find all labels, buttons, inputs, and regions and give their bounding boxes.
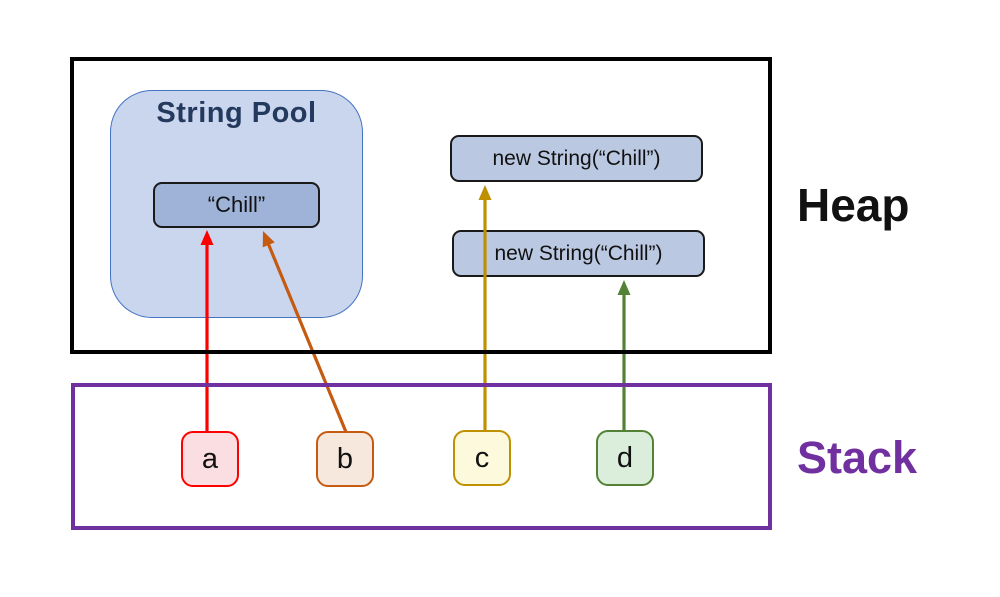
stack-variable-d-label: d: [616, 441, 634, 474]
stack-variable-c-label: c: [474, 441, 490, 474]
stack-container: [71, 383, 772, 530]
heap-label: Heap: [797, 179, 910, 231]
stack-variable-b: b: [316, 431, 374, 487]
heap-container: [70, 57, 772, 354]
stack-variable-a: a: [181, 431, 239, 487]
string-pool-literal-box: “Chill”: [153, 182, 320, 228]
heap-object-2: new String(“Chill”): [452, 230, 705, 277]
stack-variable-c: c: [453, 430, 511, 486]
heap-object-1: new String(“Chill”): [450, 135, 703, 182]
heap-object-2-text: new String(“Chill”): [494, 241, 663, 265]
stack-label: Stack: [797, 432, 918, 483]
stack-variable-a-label: a: [201, 442, 219, 475]
string-pool-literal-text: “Chill”: [207, 192, 266, 217]
heap-object-1-text: new String(“Chill”): [492, 146, 661, 170]
stack-variable-d: d: [596, 430, 654, 486]
stack-variable-b-label: b: [336, 442, 354, 475]
string-pool-title: String Pool: [156, 97, 317, 129]
